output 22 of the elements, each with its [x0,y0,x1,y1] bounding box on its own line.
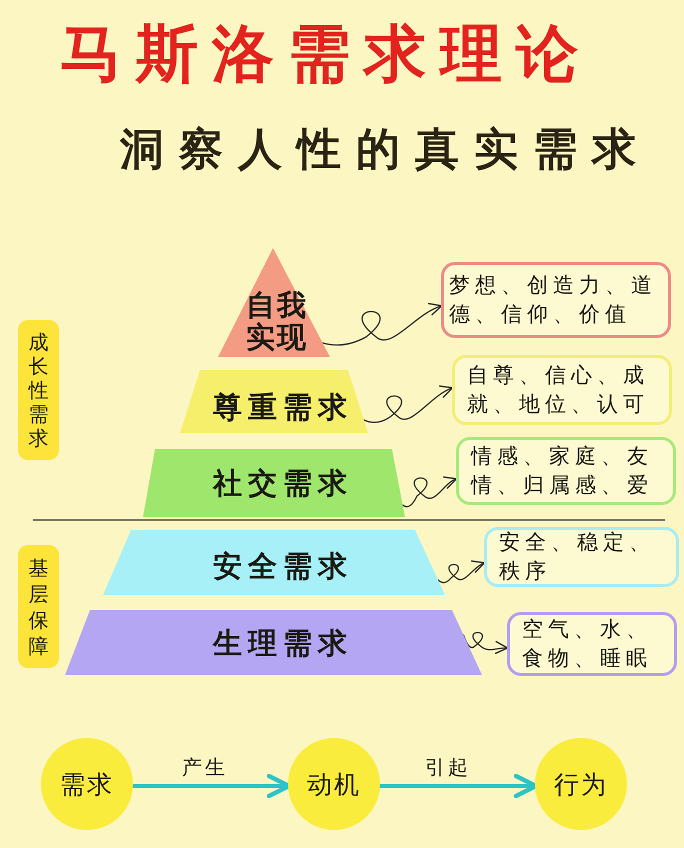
pyramid-tier: 尊重需求 [180,370,368,433]
note-box: 情感、家庭、友情、归属感、爱 [456,437,676,505]
flow-circle: 行为 [535,738,627,830]
note-box: 自尊、信心、成就、地位、认可 [452,355,672,425]
curly-arrow [462,632,508,654]
curly-arrow [363,386,454,424]
pyramid-top: 自我实现 [218,248,330,357]
pyramid-tier: 社交需求 [143,449,405,517]
curly-arrow [322,304,442,346]
subtitle: 洞察人性的真实需求 [120,124,651,176]
side-band: 基层保障 [18,545,59,668]
curly-arrow [402,477,458,508]
note-box: 空气、水、食物、睡眠 [507,612,677,676]
note-box: 安全、稳定、秩序 [484,527,679,587]
flow-circle: 需求 [41,738,133,830]
note-box: 梦想、创造力、道德、信仰、价值 [441,262,671,338]
flow-circle: 动机 [288,738,380,830]
side-band: 成长性需求 [18,320,59,460]
title: 马斯洛需求理论 [60,18,592,90]
pyramid-tier: 安全需求 [103,530,445,595]
pyramid-tier: 生理需求 [65,610,482,675]
curly-arrow [437,562,486,584]
